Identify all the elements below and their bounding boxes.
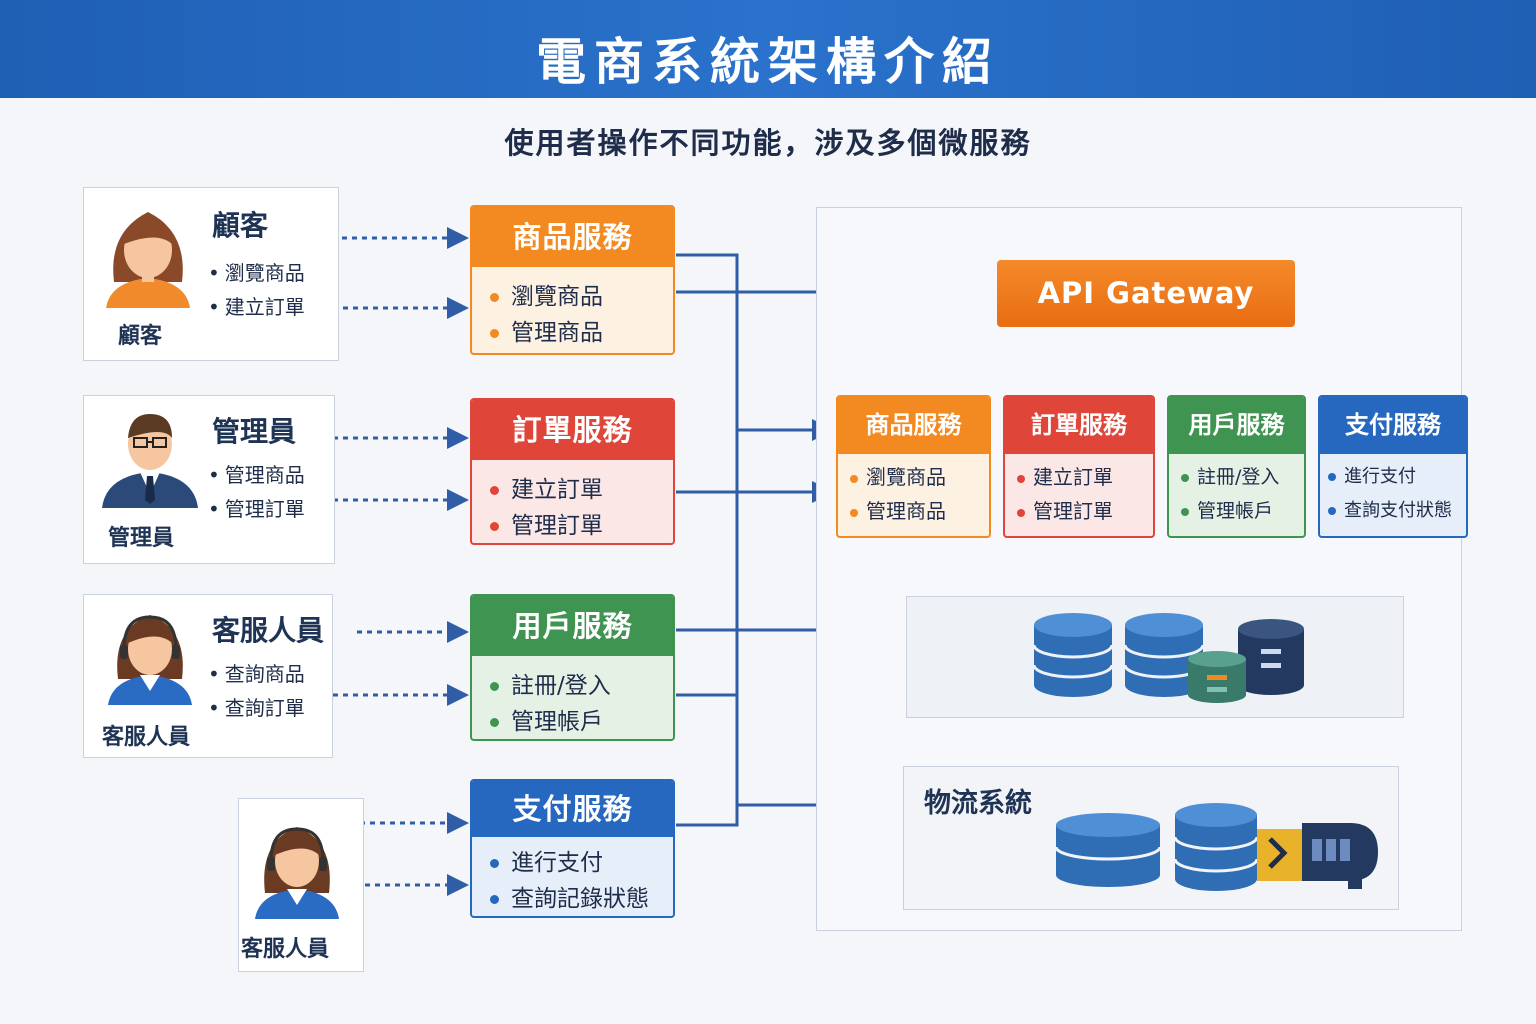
microservice-payment[interactable]: 支付服務 進行支付 查詢支付狀態 (1318, 395, 1468, 538)
microservice-functions: 註冊/登入 管理帳戶 (1169, 454, 1304, 528)
logistics-icons (1054, 803, 1378, 891)
admin-avatar-icon (102, 414, 198, 508)
service-function: 管理訂單 (490, 508, 673, 543)
bullet-icon (490, 522, 499, 531)
database-group (906, 596, 1404, 718)
actor-action: 管理商品 (208, 458, 305, 492)
actor-name: 顧客 (212, 209, 269, 242)
microservice-function: 建立訂單 (1017, 460, 1153, 494)
service-function: 查詢記錄狀態 (490, 881, 673, 916)
microservice-functions: 進行支付 查詢支付狀態 (1320, 454, 1466, 528)
database-icon (1032, 613, 1114, 697)
bus-trunk (676, 253, 739, 827)
microservice-user[interactable]: 用戶服務 註冊/登入 管理帳戶 (1167, 395, 1306, 538)
microservice-function: 查詢支付狀態 (1328, 494, 1466, 528)
actor-caption: 客服人員 (102, 725, 191, 750)
logistics-system: 物流系統 (903, 766, 1399, 910)
microservice-function: 管理商品 (850, 494, 989, 528)
service-function: 註冊/登入 (490, 668, 673, 704)
bullet-icon (1181, 507, 1189, 516)
actor-caption: 客服人員 (241, 937, 330, 962)
bullet-icon (1017, 508, 1025, 517)
service-title: 支付服務 (472, 781, 673, 837)
bullet-icon (490, 895, 499, 904)
service-box-user[interactable]: 用戶服務 註冊/登入 管理帳戶 (470, 594, 675, 741)
microservice-title: 支付服務 (1320, 397, 1466, 454)
database-icon (1173, 803, 1259, 891)
actor-action: 瀏覽商品 (208, 256, 305, 290)
microservice-function: 註冊/登入 (1181, 460, 1304, 494)
bullet-icon (490, 329, 499, 338)
database-icon (1123, 613, 1205, 697)
page-subtitle: 使用者操作不同功能，涉及多個微服務 (504, 126, 1032, 160)
microservice-function: 瀏覽商品 (850, 460, 989, 494)
service-function: 管理帳戶 (490, 704, 673, 739)
microservice-functions: 瀏覽商品 管理商品 (838, 454, 989, 528)
actor-action: 查詢商品 (208, 657, 305, 691)
actor-actions: 查詢商品 查詢訂單 (208, 657, 305, 725)
microservice-function: 進行支付 (1328, 460, 1466, 494)
service-functions: 註冊/登入 管理帳戶 (472, 656, 673, 739)
server-icon (1188, 651, 1246, 703)
actor-name: 客服人員 (212, 614, 325, 647)
bullet-icon (490, 682, 499, 691)
bullet-icon (850, 474, 858, 483)
shipping-pipe-icon (1257, 823, 1378, 889)
database-icon (1238, 619, 1304, 695)
service-title: 訂單服務 (472, 400, 673, 460)
actor-actions: 管理商品 管理訂單 (208, 458, 305, 526)
header-banner: 電商系統架構介紹 (0, 0, 1536, 98)
bullet-icon (490, 293, 499, 302)
actor-support: 客服人員 查詢商品 查詢訂單 客服人員 (83, 594, 333, 758)
actor-action: 查詢訂單 (208, 691, 305, 725)
actor-action: 管理訂單 (208, 492, 305, 526)
microservice-function: 管理訂單 (1017, 494, 1153, 528)
bullet-icon (1181, 473, 1189, 482)
actor-name: 管理員 (212, 415, 297, 448)
service-functions: 建立訂單 管理訂單 (472, 460, 673, 543)
service-function: 瀏覽商品 (490, 279, 673, 315)
bullet-icon (850, 508, 858, 517)
database-icons (1032, 613, 1304, 703)
service-function: 進行支付 (490, 845, 673, 881)
api-gateway[interactable]: API Gateway (997, 260, 1295, 327)
customer-avatar-icon (106, 212, 190, 308)
microservice-order[interactable]: 訂單服務 建立訂單 管理訂單 (1003, 395, 1155, 538)
actor-support-2: 客服人員 (238, 798, 364, 972)
service-title: 用戶服務 (472, 596, 673, 656)
bullet-icon (1017, 474, 1025, 483)
actor-actions: 瀏覽商品 建立訂單 (208, 256, 305, 324)
bullet-icon (1328, 507, 1336, 515)
actor-caption: 顧客 (118, 324, 163, 349)
bullet-icon (490, 859, 499, 868)
page-title: 電商系統架構介紹 (536, 33, 1000, 91)
microservice-title: 用戶服務 (1169, 397, 1304, 454)
microservice-title: 訂單服務 (1005, 397, 1153, 454)
bullet-icon (1328, 473, 1336, 481)
service-box-order[interactable]: 訂單服務 建立訂單 管理訂單 (470, 398, 675, 545)
service-function: 建立訂單 (490, 472, 673, 508)
service-function: 管理商品 (490, 315, 673, 351)
microservice-function: 管理帳戶 (1181, 494, 1304, 528)
database-icon (1054, 813, 1162, 887)
bullet-icon (490, 486, 499, 495)
actor-admin: 管理員 管理商品 管理訂單 管理員 (83, 395, 335, 564)
bullet-icon (490, 718, 499, 727)
actor-customer: 顧客 瀏覽商品 建立訂單 顧客 (83, 187, 339, 361)
microservice-title: 商品服務 (838, 397, 989, 454)
service-box-product[interactable]: 商品服務 瀏覽商品 管理商品 (470, 205, 675, 355)
actor-arrows (302, 227, 469, 896)
service-box-payment[interactable]: 支付服務 進行支付 查詢記錄狀態 (470, 779, 675, 918)
service-functions: 瀏覽商品 管理商品 (472, 267, 673, 351)
support-2-avatar-icon (255, 827, 339, 919)
actor-action: 建立訂單 (208, 290, 305, 324)
microservice-functions: 建立訂單 管理訂單 (1005, 454, 1153, 528)
support-avatar-icon (108, 615, 192, 705)
service-title: 商品服務 (472, 207, 673, 267)
actor-caption: 管理員 (108, 526, 175, 551)
logistics-label: 物流系統 (924, 788, 1032, 819)
microservice-product[interactable]: 商品服務 瀏覽商品 管理商品 (836, 395, 991, 538)
service-functions: 進行支付 查詢記錄狀態 (472, 837, 673, 916)
